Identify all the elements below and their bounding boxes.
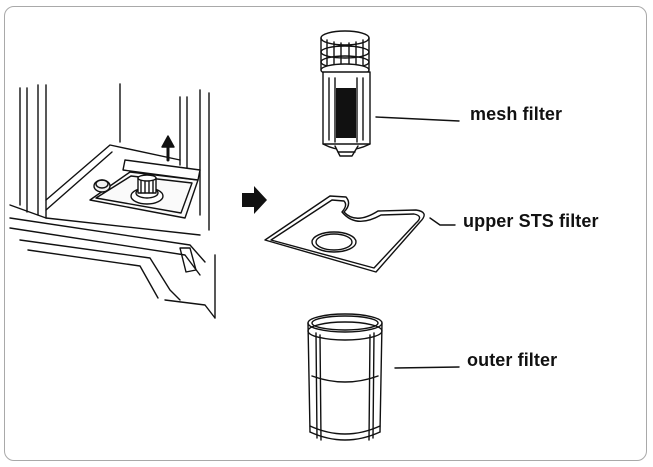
outer-filter-illustration [307, 313, 383, 441]
outer-filter-label: outer filter [467, 350, 558, 370]
mesh-filter-label: mesh filter [470, 104, 563, 124]
mesh-filter-pointer [375, 116, 460, 122]
arrow-up-icon [161, 135, 175, 162]
mesh-filter-illustration [320, 30, 371, 157]
upper-sts-filter-illustration [264, 195, 425, 273]
upper-sts-filter-label: upper STS filter [463, 211, 599, 231]
outer-filter-pointer [394, 366, 460, 369]
arrow-right-icon [242, 186, 267, 214]
dishwasher-interior [9, 83, 216, 319]
upper-sts-filter-pointer [429, 217, 456, 226]
